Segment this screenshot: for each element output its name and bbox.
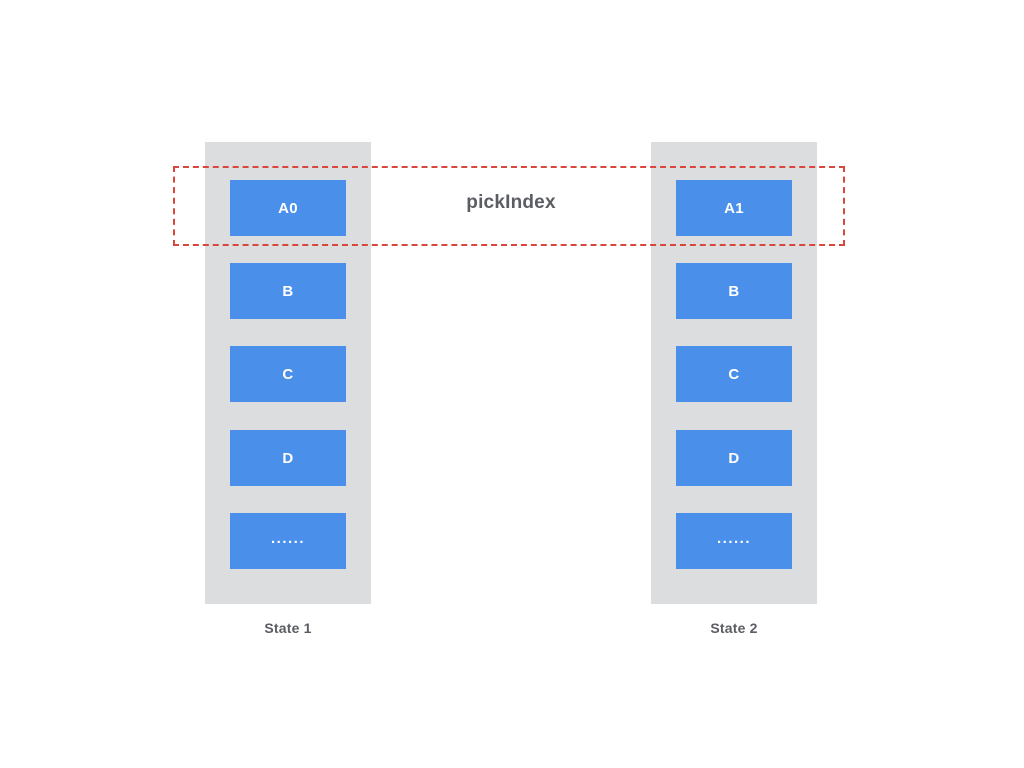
state-2-column: A1 B C D ...... [651, 142, 817, 604]
state-2-cell-ellipsis[interactable]: ...... [676, 513, 792, 569]
state-2-cell-d[interactable]: D [676, 430, 792, 486]
state-2-cell-c[interactable]: C [676, 346, 792, 402]
state-2-cell-b[interactable]: B [676, 263, 792, 319]
state-1-column: A0 B C D ...... [205, 142, 371, 604]
state-2-cell-a1[interactable]: A1 [676, 180, 792, 236]
state-1-cell-ellipsis[interactable]: ...... [230, 513, 346, 569]
state-1-cell-d[interactable]: D [230, 430, 346, 486]
state-1-label: State 1 [264, 620, 312, 636]
state-2-label: State 2 [710, 620, 758, 636]
state-1-cell-a0[interactable]: A0 [230, 180, 346, 236]
pick-index-highlight-rect [173, 166, 845, 246]
state-1-cell-b[interactable]: B [230, 263, 346, 319]
state-1-cell-c[interactable]: C [230, 346, 346, 402]
pick-index-label: pickIndex [466, 192, 556, 213]
